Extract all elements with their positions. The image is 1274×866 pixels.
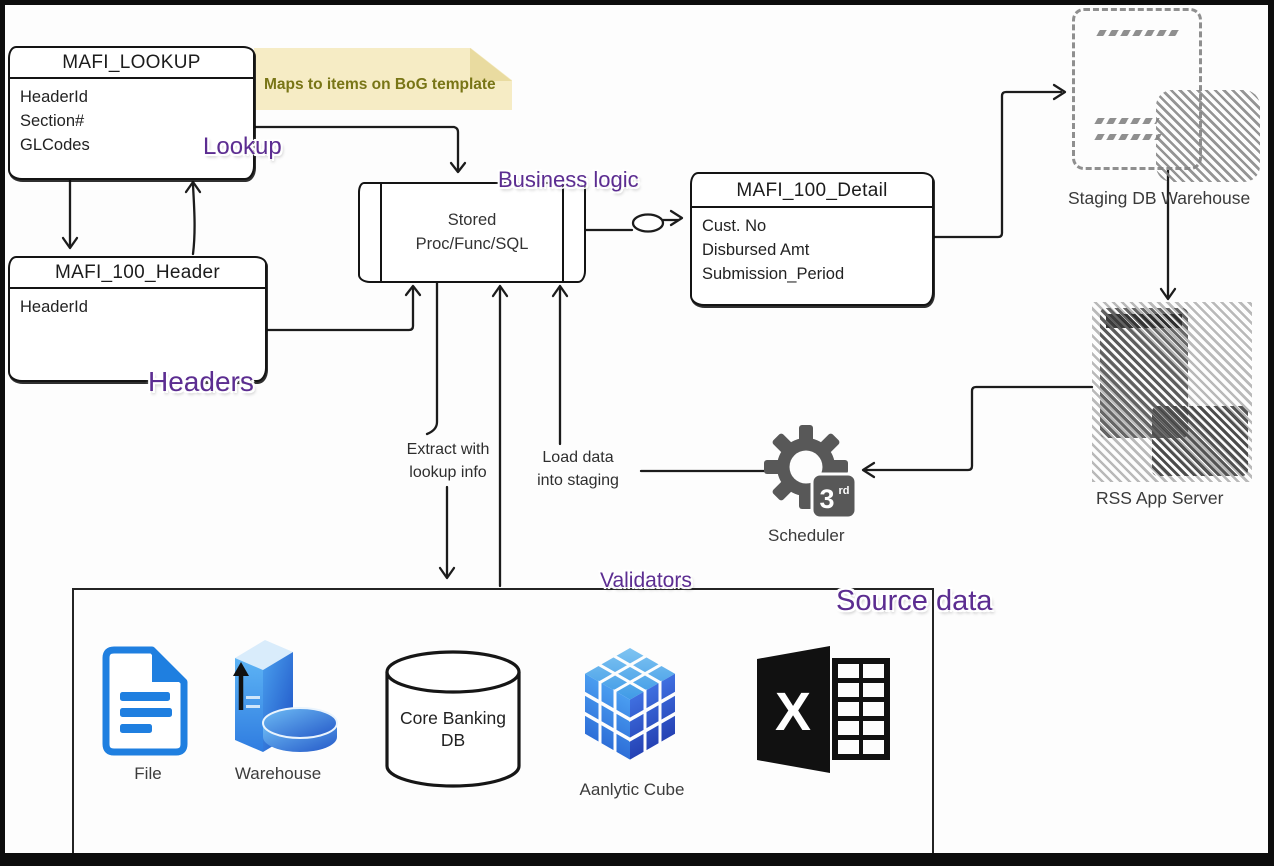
bog-template-note: Maps to items on BoG template [254,48,512,110]
load-line1: Load data [542,449,614,466]
entity-mafi-100-header-title: MAFI_100_Header [10,258,265,289]
staging-label: Staging DB Warehouse [1068,188,1251,208]
staging-icon-detail [1094,118,1160,124]
edge-lookup-to-proc [250,125,460,171]
entity-mafi-lookup-title: MAFI_LOOKUP [10,48,253,79]
rss-app-server-icon [1092,302,1252,482]
stored-proc-line1: Stored [447,211,497,230]
callout-validators: Validators [600,569,692,592]
file-label: File [134,764,162,783]
entity-mafi-lookup: MAFI_LOOKUP HeaderId Section# GLCodes [8,46,255,180]
callout-lookup: Lookup [203,133,282,160]
scheduler-label: Scheduler [768,526,845,545]
core-banking-line2: DB [441,730,465,750]
analytic-cube-label: Aanlytic Cube [579,780,685,799]
scheduler-badge-number: 3 [819,484,834,514]
staging-icon-detail [1096,30,1180,36]
field-submission-period: Submission_Period [702,264,845,283]
scheduler-gear-icon: 3 rd [764,425,858,520]
stored-proc-line2: Proc/Func/SQL [415,234,529,253]
field-headerid: HeaderId [20,88,88,106]
note-text: Maps to items on BoG template [264,76,496,93]
edge-proc-to-extract [425,279,439,436]
field-disbursed-amt: Disbursed Amt [702,240,810,259]
callout-source-data: Source data [836,585,993,617]
proc-right-bar [562,184,564,281]
analytic-cube-icon [583,647,677,762]
proc-left-bar [380,184,382,281]
label-extract-with-lookup-info: Extract with lookup info [390,438,506,484]
edge-rss-to-scheduler [864,385,1094,472]
extract-line2: lookup info [409,464,487,482]
excel-letter: X [775,682,811,742]
field-headerid: HeaderId [20,298,88,316]
edge-header-to-proc [262,287,415,332]
staging-db-icon [1072,8,1202,170]
callout-headers: Headers [148,366,254,397]
rss-icon-box [1152,406,1248,476]
rss-icon-strip [1106,314,1182,328]
field-glcodes: GLCodes [20,135,90,154]
file-icon [102,646,188,756]
core-banking-line1: Core Banking [400,708,506,728]
load-line2: into staging [537,472,619,490]
warehouse-icon [233,640,338,752]
label-load-data-into-staging: Load data into staging [520,446,636,492]
entity-mafi-100-detail-title: MAFI_100_Detail [692,174,932,208]
staging-icon-detail [1094,134,1162,140]
warehouse-label: Warehouse [234,764,322,783]
edge-detail-to-staging [929,90,1063,239]
entity-mafi-100-detail: MAFI_100_Detail Cust. No Disbursed Amt S… [690,172,934,306]
core-banking-db-icon: Core Banking DB [385,650,521,788]
field-section: Section# [20,111,85,130]
callout-business-logic: Business logic [498,167,639,192]
stored-proc-shape: Stored Proc/Func/SQL [358,182,586,283]
rss-label: RSS App Server [1096,488,1224,508]
scheduler-badge-sup: rd [839,485,850,497]
entity-mafi-100-header: MAFI_100_Header HeaderId [8,256,267,382]
extract-line1: Extract with [406,441,490,458]
edge-header-to-lookup [191,183,196,256]
staging-warehouse-icon [1156,90,1260,182]
excel-icon: X [757,646,890,773]
field-cust-no: Cust. No [702,217,767,235]
